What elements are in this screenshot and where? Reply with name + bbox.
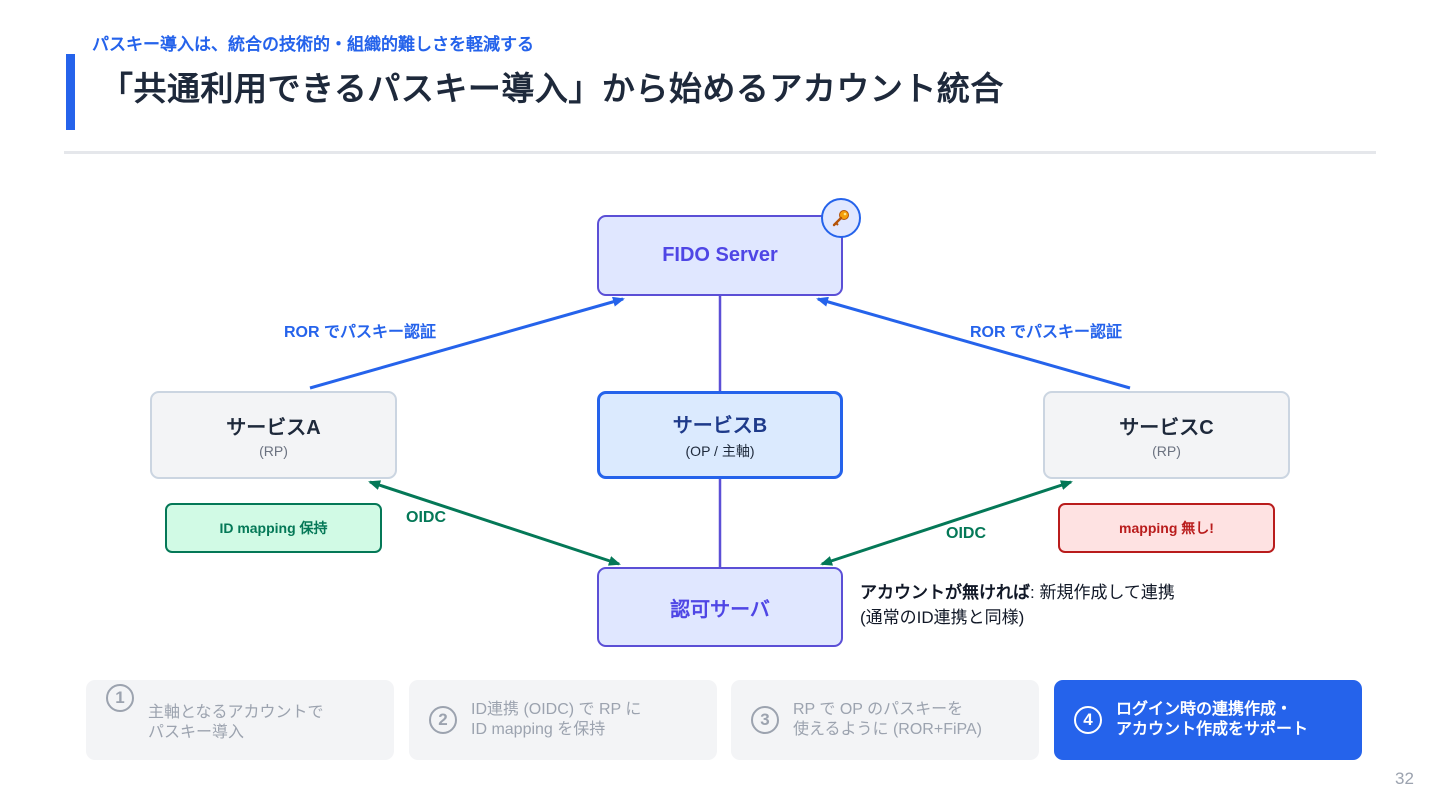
step-1-card: 1 主軸となるアカウントで パスキー導入 (86, 680, 394, 760)
step-2-number: 2 (429, 706, 457, 734)
service-b-node: サービスB (OP / 主軸) (597, 391, 843, 479)
page-subtitle: パスキー導入は、統合の技術的・組織的難しさを軽減する (92, 35, 534, 54)
step-3-number: 3 (751, 706, 779, 734)
ror-label-left: ROR でパスキー認証 (284, 324, 437, 341)
arrow-ror-left (309, 296, 625, 390)
step-4-card-active: 4 ログイン時の連携作成・ アカウント作成をサポート (1054, 680, 1362, 760)
key-icon (821, 198, 861, 238)
auth-server-node: 認可サーバ (597, 567, 843, 647)
fido-server-node: FIDO Server (597, 215, 843, 296)
header-divider (64, 151, 1376, 154)
step-3-card: 3 RP で OP のパスキーを 使えるように (ROR+FiPA) (731, 680, 1039, 760)
no-mapping-tag: mapping 無し! (1058, 503, 1275, 553)
note-detail: (通常のID連携と同様) (860, 608, 1025, 627)
service-a-title: サービスA (226, 417, 321, 439)
ror-label-right: ROR でパスキー認証 (970, 324, 1123, 341)
note-action: : 新規作成して連携 (1030, 583, 1175, 602)
step-1-number: 1 (106, 684, 134, 712)
id-mapping-tag: ID mapping 保持 (165, 503, 382, 553)
step-3-text: RP で OP のパスキーを 使えるように (ROR+FiPA) (793, 701, 983, 738)
oidc-label-left: OIDC (406, 509, 446, 526)
service-a-role: (RP) (259, 443, 288, 459)
step-1-text: 主軸となるアカウントで パスキー導入 (148, 704, 324, 741)
account-creation-note: アカウントが無ければ: 新規作成して連携 (通常のID連携と同様) (860, 580, 1175, 630)
service-c-title: サービスC (1119, 417, 1214, 439)
service-c-role: (RP) (1152, 443, 1181, 459)
fido-server-title: FIDO Server (662, 244, 778, 266)
service-b-role: (OP / 主軸) (685, 443, 755, 459)
title-accent-bar (66, 54, 75, 130)
step-2-text: ID連携 (OIDC) で RP に ID mapping を保持 (471, 701, 642, 738)
step-4-text: ログイン時の連携作成・ アカウント作成をサポート (1116, 701, 1309, 738)
arrow-ror-right (816, 296, 1131, 390)
service-c-node: サービスC (RP) (1043, 391, 1290, 479)
arrow-oidc-right (820, 480, 1073, 566)
oidc-label-right: OIDC (946, 525, 986, 542)
page-number: 32 (1395, 769, 1414, 788)
service-a-node: サービスA (RP) (150, 391, 397, 479)
arrow-oidc-left (368, 480, 621, 566)
note-condition: アカウントが無ければ (860, 583, 1030, 602)
page-title: 「共通利用できるパスキー導入」から始めるアカウント統合 (100, 70, 1004, 107)
service-b-title: サービスB (672, 415, 768, 437)
step-2-card: 2 ID連携 (OIDC) で RP に ID mapping を保持 (409, 680, 717, 760)
auth-server-title: 認可サーバ (670, 598, 770, 621)
step-4-number: 4 (1074, 706, 1102, 734)
